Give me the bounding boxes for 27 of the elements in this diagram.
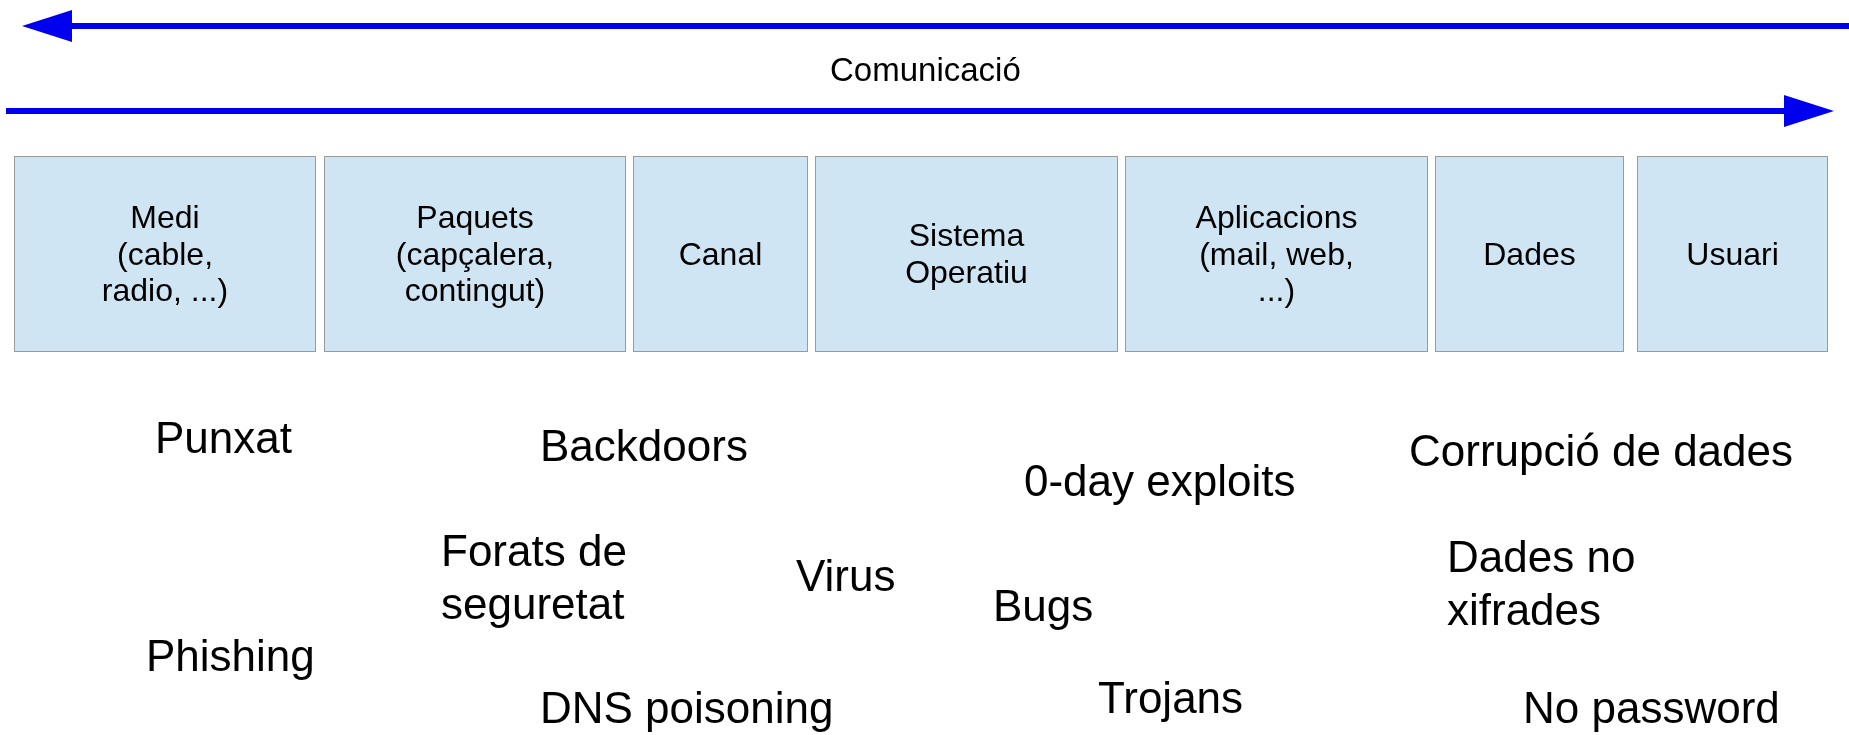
layer-label: Canal [678, 235, 763, 273]
layer-box [1125, 156, 1428, 352]
layer-label: Paquets (capçalera, contingut) [394, 198, 556, 310]
threat-label: Backdoors [540, 420, 748, 472]
threat-label: Punxat [155, 412, 292, 464]
layer-label: Aplicacions (mail, web, ...) [1194, 198, 1359, 310]
threat-label: Bugs [993, 580, 1094, 632]
layer-box [14, 156, 316, 352]
layer-box [1637, 156, 1828, 352]
layer-box [324, 156, 626, 352]
threat-label: Virus [796, 550, 896, 602]
layer-box [1435, 156, 1624, 352]
threat-label: No password [1523, 682, 1780, 734]
threat-label: Forats de seguretat [441, 525, 628, 630]
threat-label: DNS poisoning [540, 682, 834, 734]
threat-label: 0-day exploits [1024, 455, 1296, 507]
threat-label: Phishing [146, 630, 315, 682]
threat-label: Corrupció de dades [1409, 425, 1793, 477]
layer-label: Medi (cable, radio, ...) [100, 198, 230, 310]
layer-label: Usuari [1686, 235, 1779, 273]
direction-label: Comunicació [830, 50, 1021, 90]
layer-box [633, 156, 808, 352]
threat-label: Dades no xifrades [1447, 531, 1637, 636]
threat-label: Trojans [1098, 672, 1244, 724]
layer-box [815, 156, 1118, 352]
layer-label: Dades [1483, 235, 1576, 273]
layer-label: Sistema Operatiu [904, 217, 1029, 291]
